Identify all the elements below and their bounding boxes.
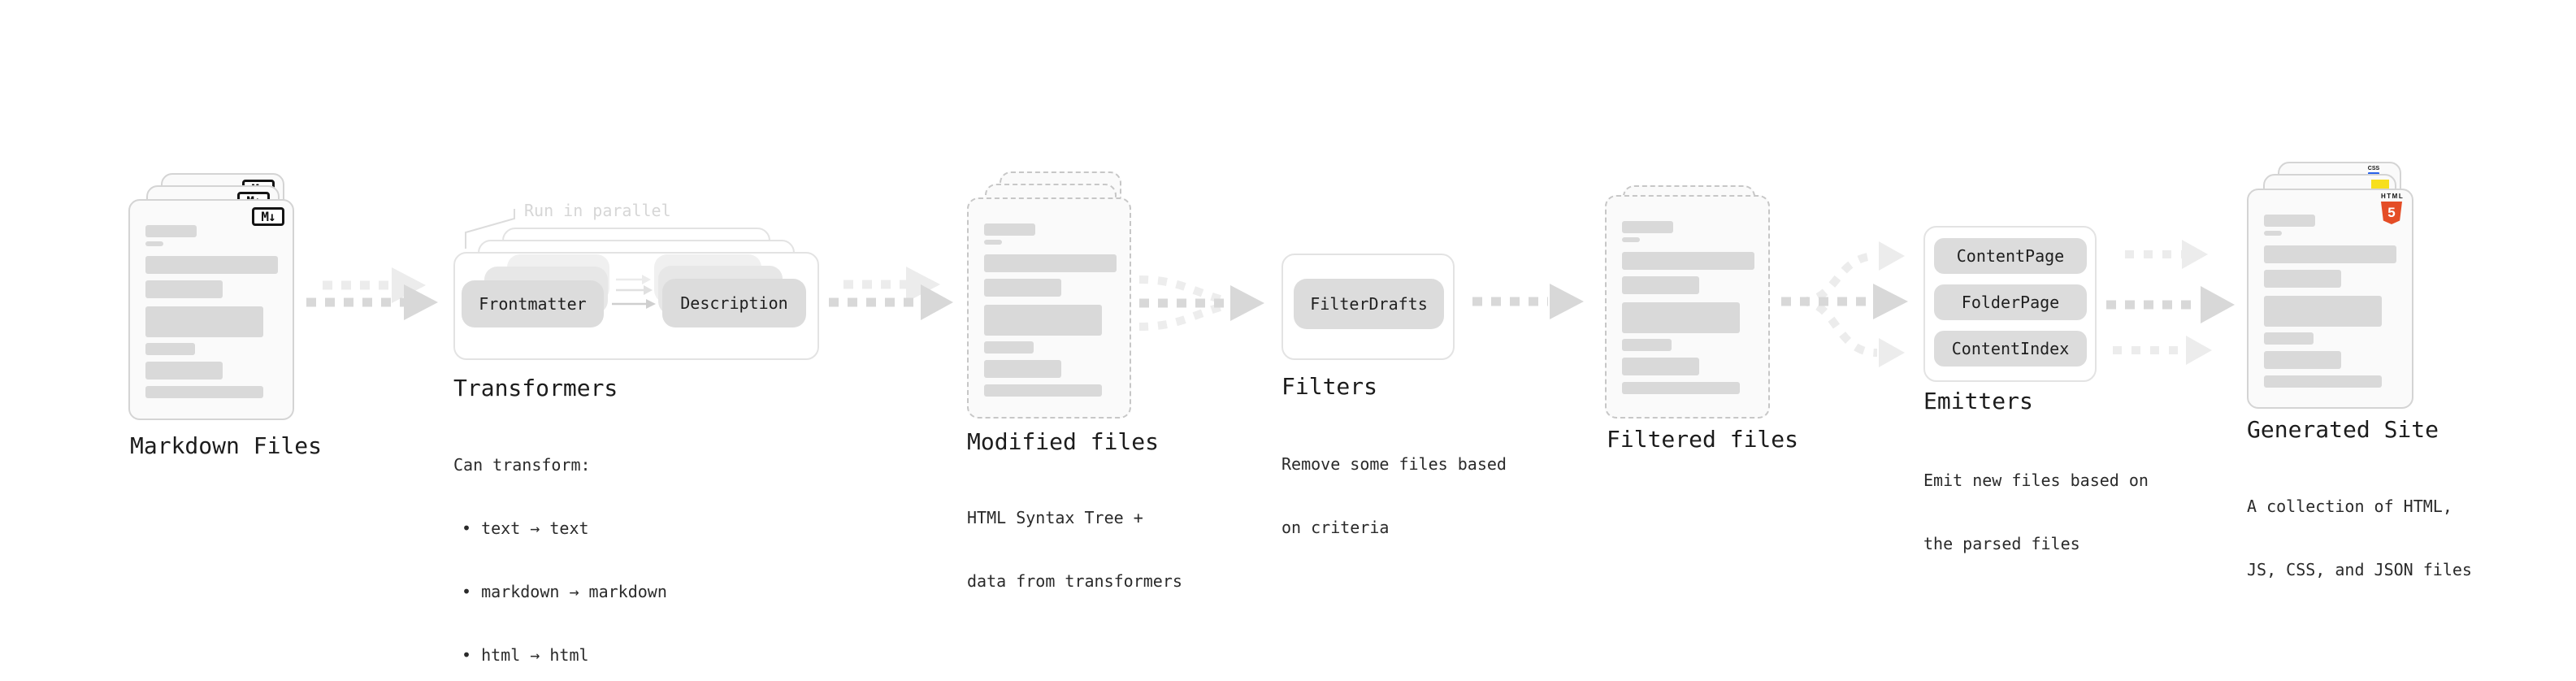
flow-arrow-modified-to-filters [1138, 275, 1264, 331]
content-line [2264, 375, 2382, 388]
desc-line: • markdown → markdown [462, 582, 667, 601]
run-in-parallel-annotation: Run in parallel [524, 201, 671, 220]
contentpage-node: ContentPage [1934, 238, 2087, 274]
content-line [2264, 245, 2396, 263]
content-line [984, 384, 1102, 397]
description-node: Description [662, 279, 806, 327]
desc-line: JS, CSS, and JSON files [2247, 560, 2472, 579]
stage-label-filtered-files: Filtered files [1607, 426, 1799, 453]
content-line [984, 341, 1034, 354]
markdown-file-card-front: M↓ [128, 199, 294, 420]
content-line [145, 241, 163, 246]
content-line [145, 256, 278, 274]
desc-line: • text → text [462, 518, 589, 538]
stage-desc-emitters: Emit new files based on the parsed files [1923, 427, 2149, 596]
content-line [145, 343, 195, 355]
desc-line: Emit new files based on [1923, 471, 2149, 490]
stage-label-transformers: Transformers [453, 375, 618, 401]
content-line [984, 223, 1035, 236]
content-line [1622, 339, 1672, 351]
content-line [1622, 221, 1673, 233]
desc-line: HTML Syntax Tree + [967, 508, 1143, 527]
desc-line: data from transformers [967, 571, 1182, 591]
markdown-icon: M↓ [252, 207, 284, 226]
stage-desc-transformers: Can transform: • text → text • markdown … [453, 412, 667, 681]
desc-line: • html → html [462, 645, 589, 665]
desc-line: A collection of HTML, [2247, 497, 2452, 516]
stage-desc-modified-files: HTML Syntax Tree + data from transformer… [967, 465, 1182, 634]
html5-icon: HTML 5 [2381, 193, 2403, 224]
content-line [1622, 237, 1640, 242]
stage-label-modified-files: Modified files [967, 428, 1160, 455]
content-line [2264, 270, 2341, 288]
content-line [1622, 252, 1754, 270]
stage-desc-filters: Remove some files based on criteria [1281, 411, 1507, 580]
content-line [1622, 302, 1740, 333]
content-line [1622, 276, 1699, 294]
flow-arrow-filtered-to-emitters [1781, 241, 1908, 367]
content-line [1622, 382, 1740, 394]
flow-arrow-transformers-to-modified [829, 267, 953, 320]
content-line [984, 360, 1061, 378]
stage-desc-generated-site: A collection of HTML, JS, CSS, and JSON … [2247, 453, 2472, 622]
content-line [1622, 358, 1699, 375]
content-line [2264, 231, 2282, 236]
desc-line: Remove some files based [1281, 454, 1507, 474]
content-line [145, 362, 223, 380]
filterdrafts-node: FilterDrafts [1294, 279, 1444, 329]
contentindex-node: ContentIndex [1934, 331, 2087, 367]
folderpage-node: FolderPage [1934, 284, 2087, 320]
stage-label-filters: Filters [1281, 373, 1378, 400]
content-line [2264, 351, 2341, 369]
content-line [145, 306, 263, 337]
filtered-file-card-front [1605, 195, 1770, 419]
desc-line: Can transform: [453, 455, 591, 475]
stage-label-generated-site: Generated Site [2247, 416, 2439, 443]
stage-label-markdown-files: Markdown Files [130, 432, 323, 459]
content-line [2264, 332, 2314, 345]
stage-label-emitters: Emitters [1923, 388, 2033, 414]
content-line [984, 240, 1002, 245]
content-line [984, 254, 1117, 272]
frontmatter-node: Frontmatter [462, 280, 604, 327]
flow-arrow-filters-to-filtered [1472, 284, 1584, 319]
content-line [145, 225, 197, 237]
desc-line: the parsed files [1923, 534, 2080, 553]
content-line [145, 386, 263, 398]
desc-line: on criteria [1281, 518, 1390, 537]
content-line [984, 305, 1102, 336]
html-file-card-front: HTML 5 [2247, 189, 2413, 409]
content-line [2264, 296, 2382, 327]
modified-file-card-front [967, 197, 1131, 419]
content-line [145, 280, 223, 298]
js-icon [2371, 180, 2389, 190]
flow-arrow-emitters-to-generated [2106, 240, 2235, 365]
content-line [2264, 215, 2315, 227]
flow-arrow-markdown-to-transformers [306, 267, 438, 320]
content-line [984, 279, 1061, 297]
